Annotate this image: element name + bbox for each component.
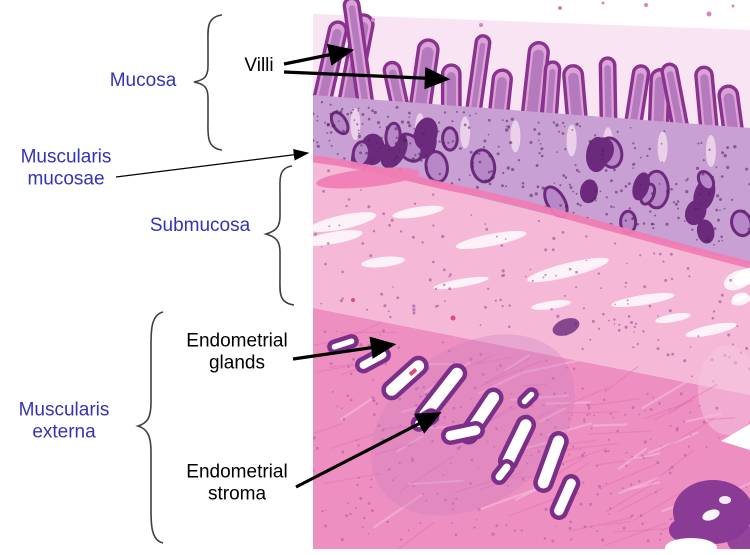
white-tears (721, 267, 750, 450)
submucosa-region (303, 157, 750, 395)
mucosa-brace (193, 14, 223, 151)
muscularis-mucosae-band (312, 155, 750, 269)
label-muscularis-externa: Muscularis externa (18, 399, 110, 443)
label-endometrial-glands: Endometrial glands (186, 330, 288, 374)
histology-micrograph (301, 0, 750, 555)
crypt-region (312, 95, 750, 264)
muscularis-externa-brace (135, 311, 164, 544)
submucosa-brace (263, 165, 295, 306)
histology-image (301, 0, 750, 555)
label-mucosa: Mucosa (109, 69, 177, 91)
label-submucosa: Submucosa (149, 214, 251, 236)
label-villi: Villi (244, 54, 274, 76)
label-endometrial-stroma: Endometrial stroma (186, 461, 288, 505)
label-muscularis-mucosae: Muscularis mucosae (20, 146, 112, 190)
surface-debris (371, 1, 735, 27)
muscularis-mucosae-arrow (115, 148, 310, 178)
